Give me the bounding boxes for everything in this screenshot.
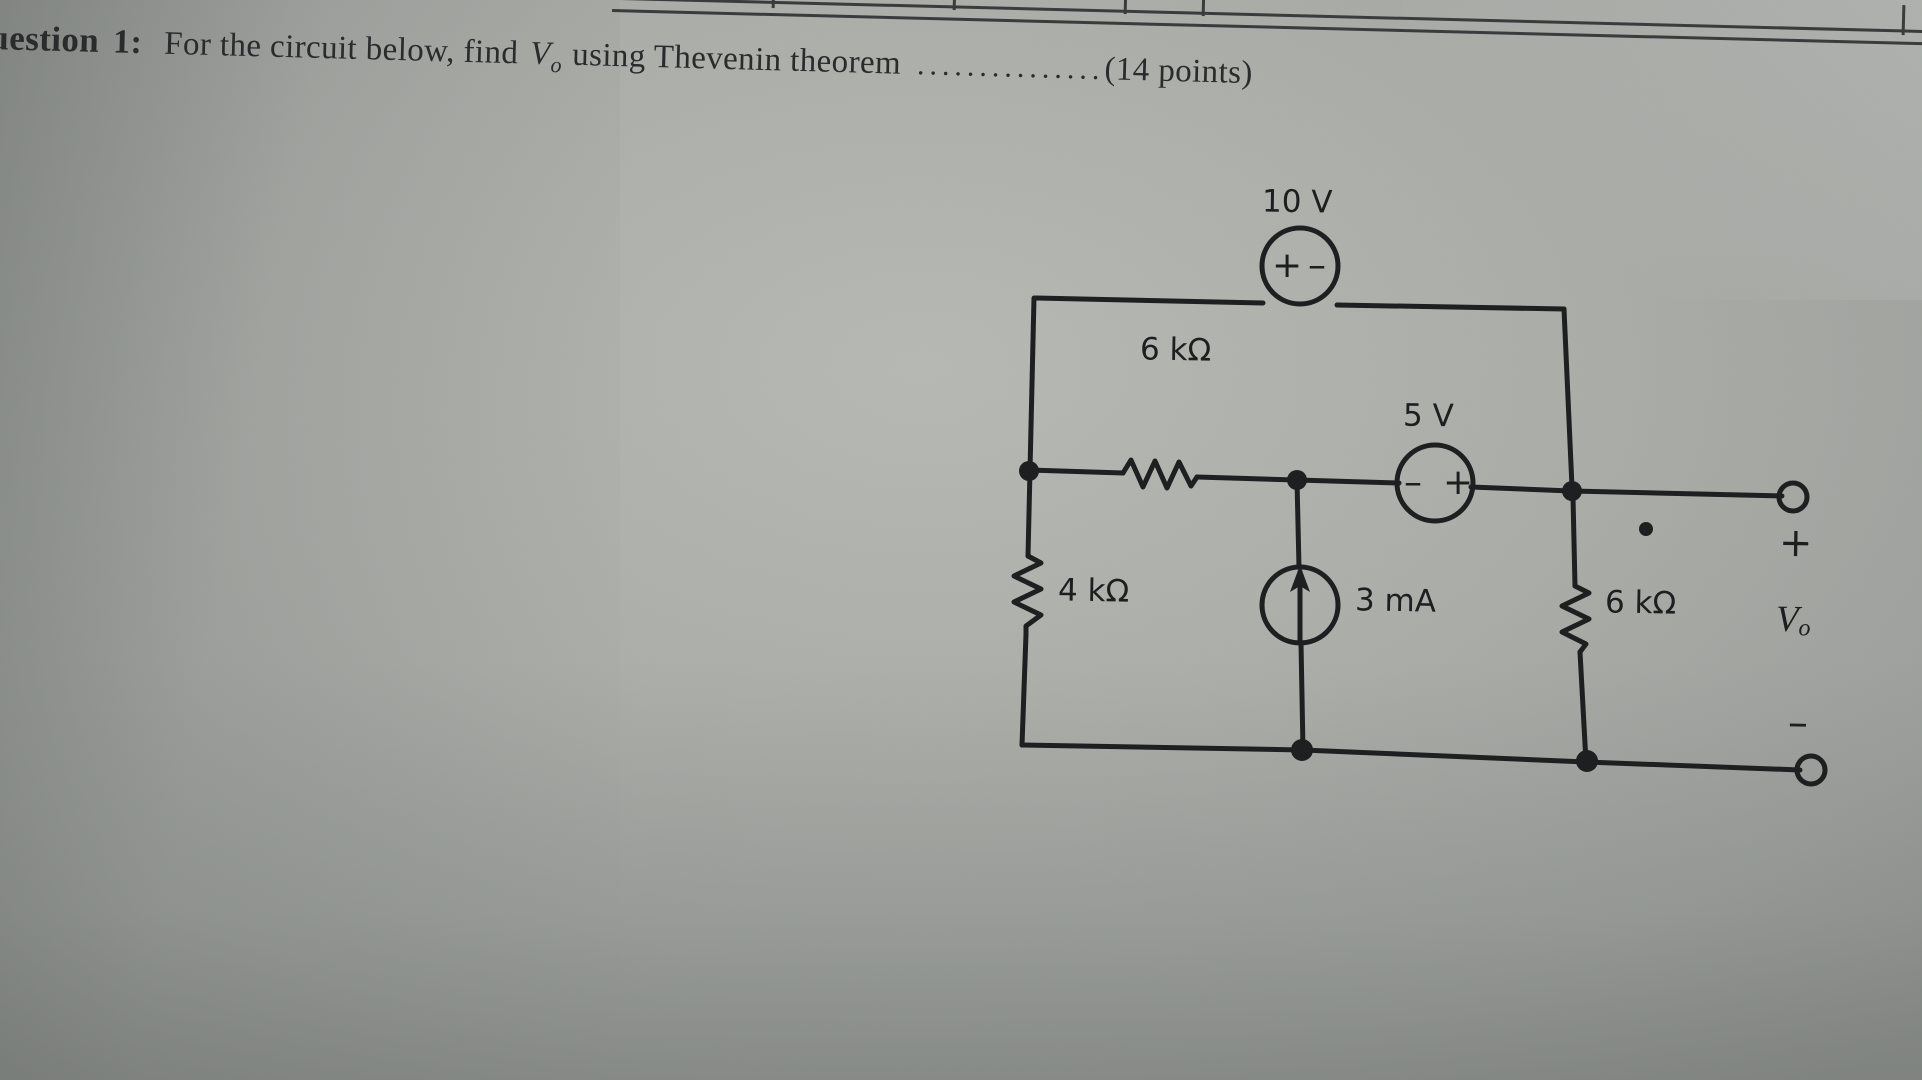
label-resistor-4k: 4 kΩ — [1057, 572, 1130, 610]
label-voltage-source-10v: 10 V — [1261, 183, 1333, 221]
label-current-source-3ma: 3 mA — [1354, 582, 1437, 620]
output-voltage-symbol: V — [1775, 598, 1799, 641]
output-minus-sign: – — [1787, 699, 1809, 747]
label-resistor-6k-load: 6 kΩ — [1604, 584, 1677, 622]
sign-minus-10v: – — [1308, 245, 1326, 286]
output-variable-name: V — [529, 35, 552, 73]
question-number: 1: — [112, 23, 143, 62]
sign-plus-10v: + — [1272, 245, 1303, 286]
sign-plus-5v: + — [1443, 462, 1474, 503]
question-label: uestion — [0, 18, 100, 60]
output-voltage-label: Vo — [1776, 598, 1811, 643]
sign-minus-5v: – — [1404, 462, 1422, 503]
question-text-after-variable: using Thevenin theorem — [571, 36, 902, 82]
leader-dots: ............... — [916, 48, 1105, 87]
points-value: (14 points) — [1104, 51, 1254, 92]
label-resistor-6k-series: 6 kΩ — [1139, 331, 1212, 369]
label-voltage-source-5v: 5 V — [1402, 397, 1455, 435]
output-variable-subscript: o — [550, 51, 563, 78]
output-voltage-subscript: o — [1798, 615, 1811, 642]
question-text-before-variable: For the circuit below, find — [163, 25, 519, 72]
output-plus-sign: + — [1778, 519, 1813, 567]
